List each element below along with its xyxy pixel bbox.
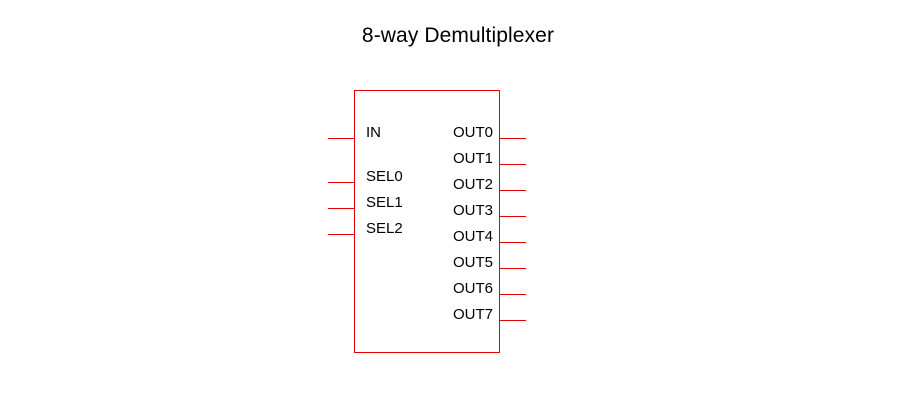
output-pin-wire-out3[interactable] <box>499 216 526 217</box>
output-pin-label-out7: OUT7 <box>452 306 493 323</box>
input-pin-wire-sel1[interactable] <box>328 208 355 209</box>
output-pin-label-out1: OUT1 <box>452 150 493 167</box>
output-pin-wire-out4[interactable] <box>499 242 526 243</box>
output-pin-label-out5: OUT5 <box>452 254 493 271</box>
input-pin-label-in: IN <box>366 124 381 141</box>
output-pin-wire-out1[interactable] <box>499 164 526 165</box>
output-pin-wire-out7[interactable] <box>499 320 526 321</box>
input-pin-wire-in[interactable] <box>328 138 355 139</box>
output-pin-label-out6: OUT6 <box>452 280 493 297</box>
output-pin-label-out0: OUT0 <box>452 124 493 141</box>
output-pin-label-out2: OUT2 <box>452 176 493 193</box>
diagram-title: 8-way Demultiplexer <box>361 24 555 47</box>
input-pin-label-sel1: SEL1 <box>366 194 403 211</box>
output-pin-wire-out2[interactable] <box>499 190 526 191</box>
demultiplexer-body[interactable] <box>354 90 500 353</box>
output-pin-wire-out0[interactable] <box>499 138 526 139</box>
output-pin-label-out4: OUT4 <box>452 228 493 245</box>
input-pin-label-sel0: SEL0 <box>366 168 403 185</box>
output-pin-wire-out5[interactable] <box>499 268 526 269</box>
input-pin-wire-sel0[interactable] <box>328 182 355 183</box>
output-pin-label-out3: OUT3 <box>452 202 493 219</box>
input-pin-wire-sel2[interactable] <box>328 234 355 235</box>
input-pin-label-sel2: SEL2 <box>366 220 403 237</box>
output-pin-wire-out6[interactable] <box>499 294 526 295</box>
